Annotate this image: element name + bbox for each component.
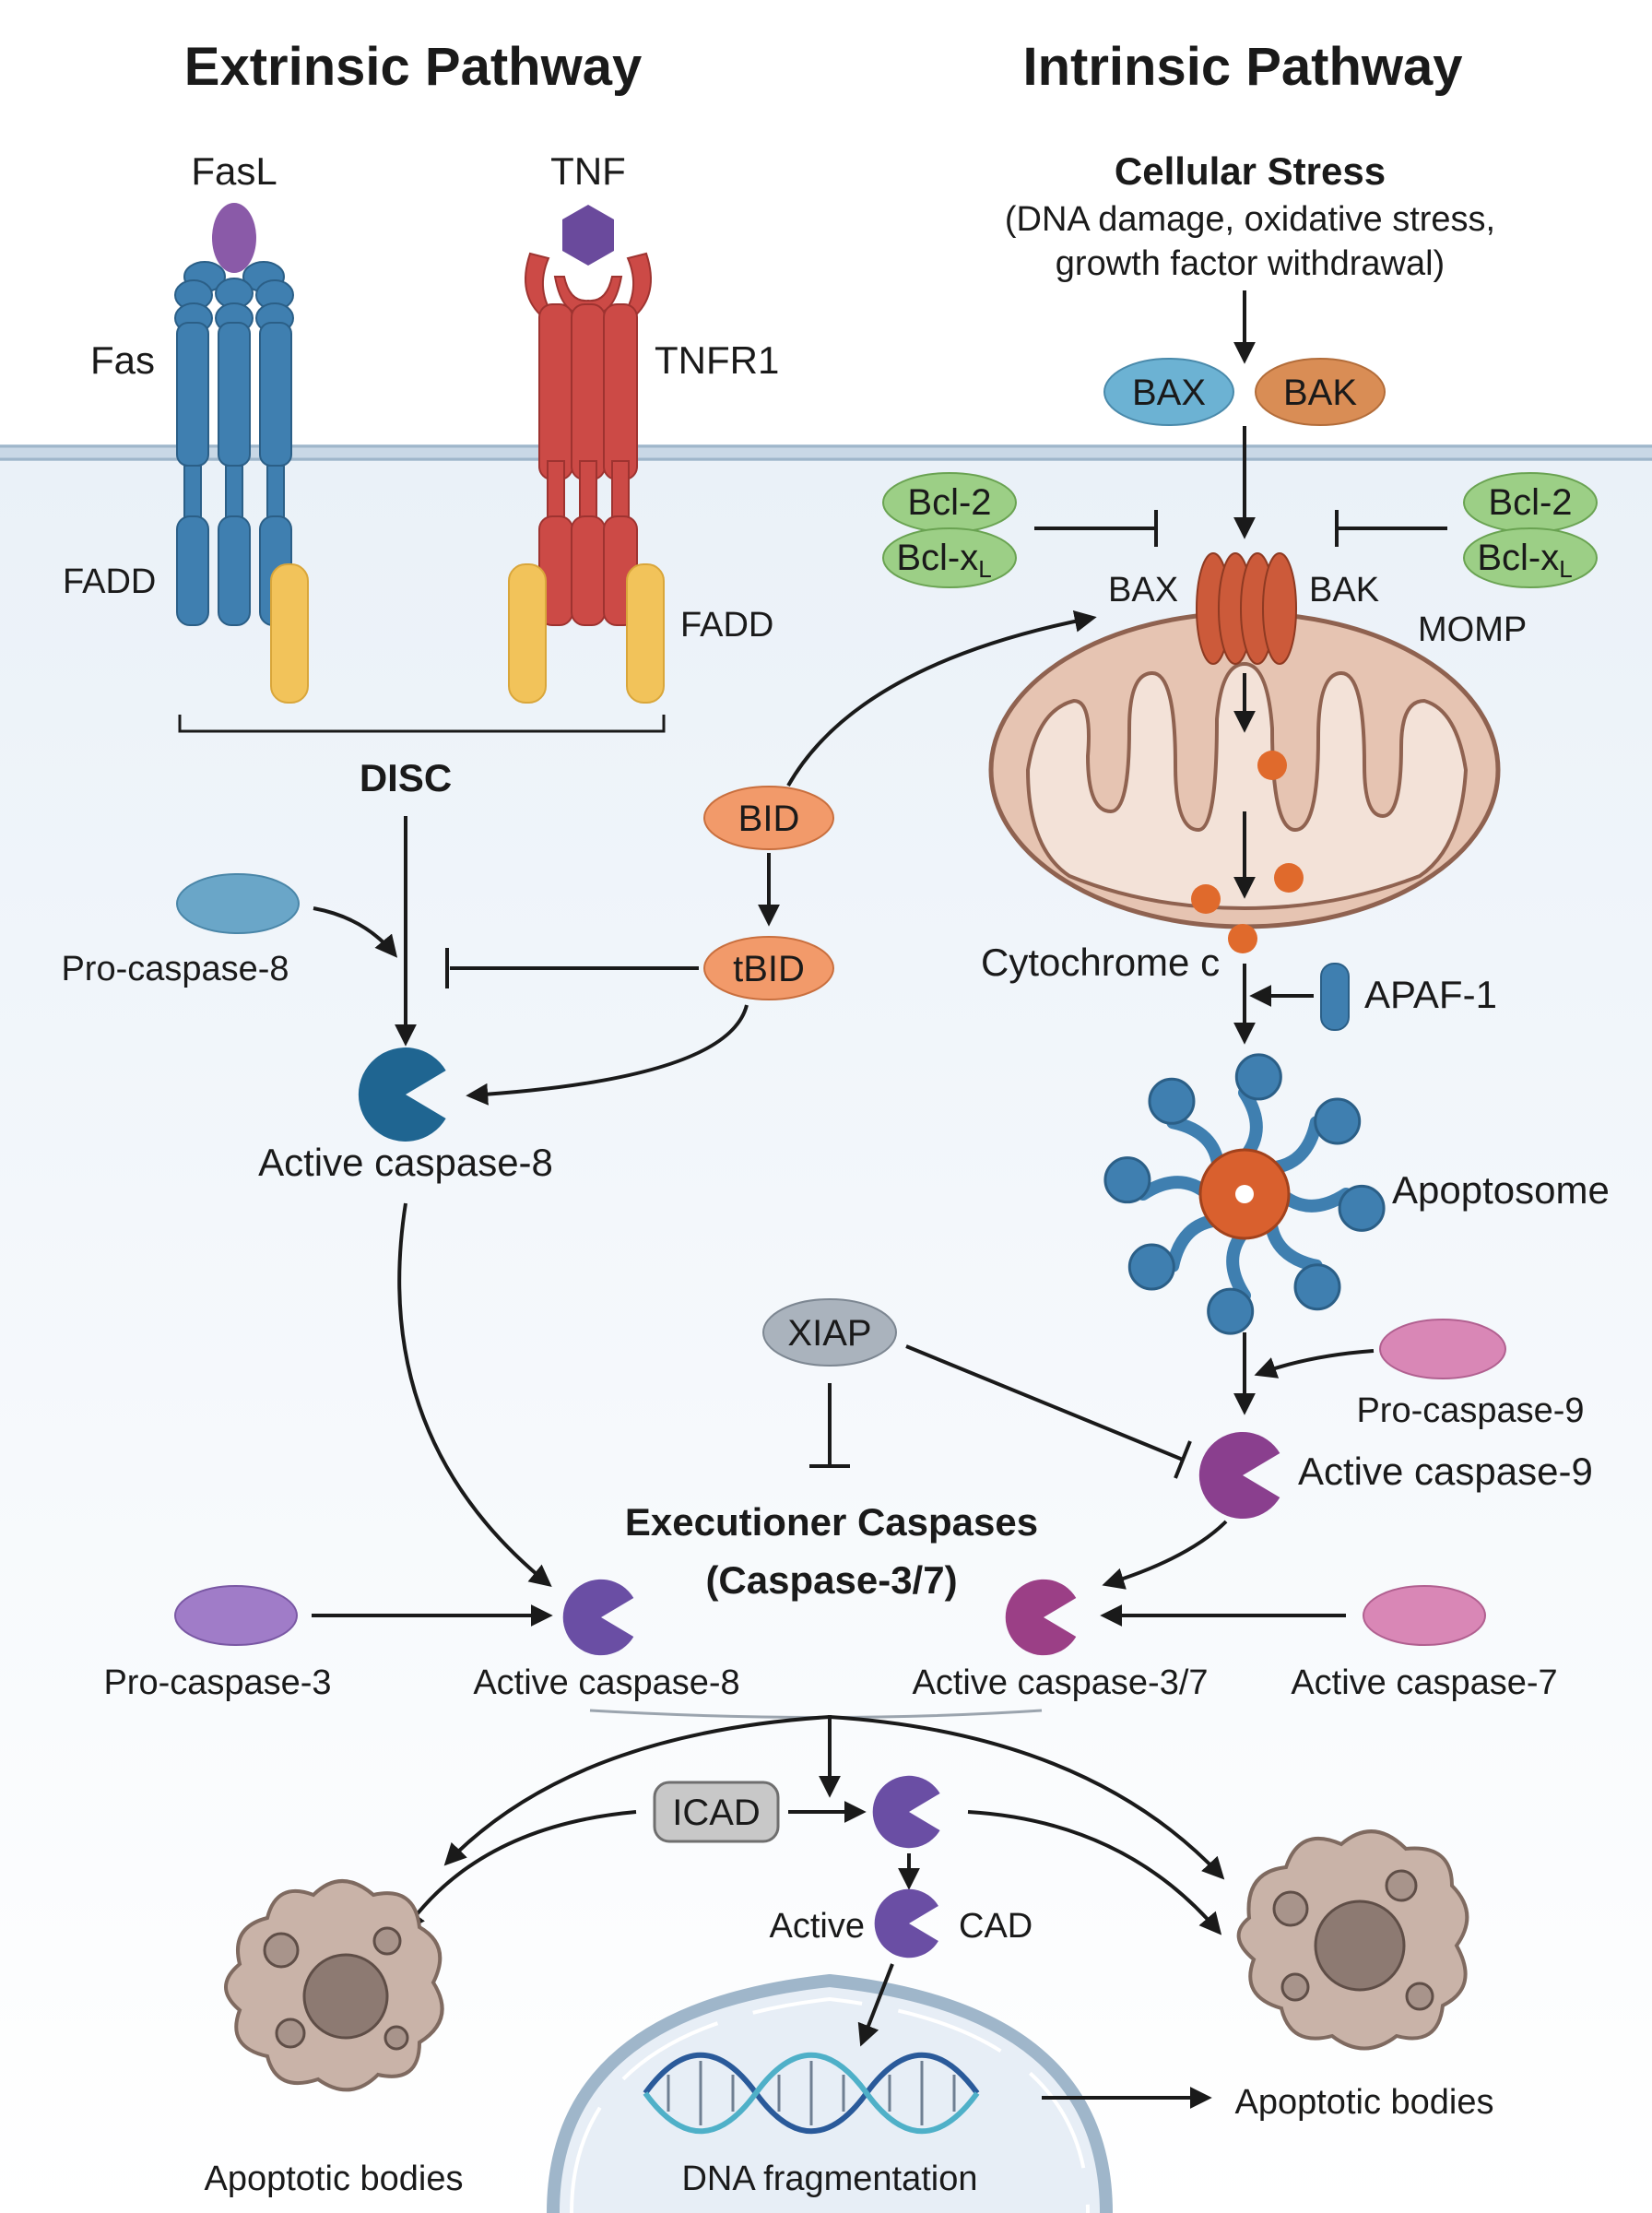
apoptosome-card-domain bbox=[1338, 1184, 1386, 1232]
fadd-right-shape-a bbox=[508, 563, 547, 704]
fas-receptor bbox=[174, 203, 309, 704]
tbid-ellipse bbox=[703, 936, 834, 1000]
disc-bracket bbox=[178, 715, 666, 733]
fadd-left-shape bbox=[270, 563, 309, 704]
arrow-cad-to-dna bbox=[857, 1963, 894, 2047]
fadd-right-label: FADD bbox=[680, 606, 773, 645]
mitochondrion bbox=[988, 610, 1501, 929]
inhibit-xiap-casp9 bbox=[905, 1344, 1184, 1462]
bid-label: BID bbox=[738, 799, 800, 839]
bak-ellipse bbox=[1255, 358, 1386, 426]
bclxl-right-ellipse bbox=[1463, 527, 1598, 588]
apoptosome-card-domain bbox=[1234, 1053, 1282, 1101]
cad-label: CAD bbox=[959, 1907, 1032, 1946]
cytochrome-c-dots bbox=[1191, 751, 1304, 953]
apoptosome-card-domain bbox=[1293, 1263, 1341, 1311]
pro-caspase-9-label: Pro-caspase-9 bbox=[1356, 1391, 1584, 1430]
active-caspase-7-label: Active caspase-7 bbox=[1291, 1663, 1557, 1702]
tnf-ligand bbox=[562, 205, 614, 266]
tnfr1-receptor bbox=[508, 205, 665, 704]
active-caspase-37-label: Active caspase-3/7 bbox=[912, 1663, 1208, 1702]
executioner-title-1: Executioner Caspases bbox=[625, 1500, 1038, 1544]
apoptotic-left-label: Apoptotic bodies bbox=[205, 2160, 464, 2198]
bclxl-right-label: Bcl-xL bbox=[1477, 538, 1572, 583]
apoptotic-body-left bbox=[224, 1879, 444, 2092]
apoptosome-card-domain bbox=[1148, 1077, 1196, 1125]
intrinsic-title: Intrinsic Pathway bbox=[1022, 37, 1462, 97]
apoptosome-card-domain bbox=[1103, 1156, 1151, 1204]
pro-caspase-3-label: Pro-caspase-3 bbox=[103, 1663, 331, 1702]
apoptosome-card-domain bbox=[1127, 1243, 1175, 1291]
apoptotic-body-right bbox=[1236, 1829, 1469, 2051]
pro-caspase-9-ellipse bbox=[1379, 1319, 1506, 1379]
bax-pore-label: BAX bbox=[1108, 571, 1178, 609]
bclxl-left-label: Bcl-xL bbox=[896, 538, 991, 583]
bax-ellipse bbox=[1103, 358, 1234, 426]
apoptosome-label: Apoptosome bbox=[1392, 1168, 1610, 1212]
fasl-ligand bbox=[212, 203, 256, 273]
arrow-tbid-to-casp8 bbox=[466, 1004, 749, 1106]
stress-line2: growth factor withdrawal) bbox=[1056, 244, 1445, 283]
tnfr1-label: TNFR1 bbox=[655, 338, 779, 382]
arrow-casp8-to-exec bbox=[397, 1202, 552, 1588]
dna-fragmentation-label: DNA fragmentation bbox=[681, 2160, 977, 2198]
bak-label: BAK bbox=[1283, 373, 1357, 413]
xiap-label: XIAP bbox=[787, 1313, 871, 1354]
active-caspase-8-label: Active caspase-8 bbox=[258, 1141, 553, 1184]
stress-line1: (DNA damage, oxidative stress, bbox=[1005, 200, 1495, 239]
stress-title: Cellular Stress bbox=[1115, 149, 1386, 193]
pro-caspase-8-label: Pro-caspase-8 bbox=[61, 950, 289, 988]
bcl2-right-label: Bcl-2 bbox=[1488, 482, 1572, 523]
arrow-casp9-to-casp37 bbox=[1102, 1520, 1228, 1590]
fas-label: Fas bbox=[90, 338, 155, 382]
xiap-ellipse bbox=[762, 1298, 897, 1367]
tbid-label: tBID bbox=[733, 949, 805, 989]
executioner-title-2: (Caspase-3/7) bbox=[705, 1558, 957, 1602]
dna-helix bbox=[643, 2052, 980, 2135]
bcl2-left-label: Bcl-2 bbox=[907, 482, 991, 523]
apoptosome-card-domain bbox=[1314, 1097, 1362, 1145]
arrow-pro9-to-active9 bbox=[1254, 1349, 1375, 1379]
bax-bak-pore bbox=[1196, 552, 1297, 665]
apaf1-shape bbox=[1320, 963, 1350, 1031]
fadd-left-label: FADD bbox=[63, 562, 156, 601]
active-caspase-7-ellipse bbox=[1363, 1585, 1486, 1646]
bak-pore-label: BAK bbox=[1309, 571, 1379, 609]
arrow-to-apoptotic-left bbox=[443, 1715, 831, 1866]
bax-label: BAX bbox=[1132, 373, 1206, 413]
tnf-label: TNF bbox=[550, 149, 626, 193]
arrow-bid-to-mito bbox=[786, 609, 1097, 787]
arrow-casp-to-apoptotic-right bbox=[967, 1810, 1222, 1935]
fasl-label: FasL bbox=[191, 149, 277, 193]
plasma-membrane bbox=[0, 444, 1652, 461]
bclxl-left-ellipse bbox=[882, 527, 1017, 588]
icad-box bbox=[653, 1781, 780, 1843]
apaf1-label: APAF-1 bbox=[1364, 973, 1497, 1016]
arrow-pro8 bbox=[313, 906, 398, 958]
arrow-icad-to-apoptotic-left bbox=[403, 1810, 637, 1933]
apoptotic-right-label: Apoptotic bodies bbox=[1235, 2083, 1494, 2122]
active-caspase-9-label: Active caspase-9 bbox=[1298, 1450, 1593, 1493]
momp-label: MOMP bbox=[1418, 610, 1527, 649]
extrinsic-title: Extrinsic Pathway bbox=[184, 37, 642, 97]
nucleus bbox=[547, 1973, 1113, 2213]
apoptosome-card-domain bbox=[1207, 1287, 1255, 1335]
icad-label: ICAD bbox=[672, 1793, 761, 1833]
cytochrome-c-label: Cytochrome c bbox=[981, 941, 1220, 984]
pro-caspase-8-ellipse bbox=[176, 873, 300, 934]
active-label: Active bbox=[770, 1907, 865, 1946]
arrow-to-apoptotic-right bbox=[829, 1715, 1225, 1880]
active-caspase-8-bottom-label: Active caspase-8 bbox=[473, 1663, 739, 1702]
bid-ellipse bbox=[703, 786, 834, 850]
pro-caspase-3-ellipse bbox=[174, 1585, 298, 1646]
apoptosome-shape bbox=[1103, 1053, 1386, 1335]
fadd-right-shape-b bbox=[626, 563, 665, 704]
disc-label: DISC bbox=[360, 756, 452, 799]
